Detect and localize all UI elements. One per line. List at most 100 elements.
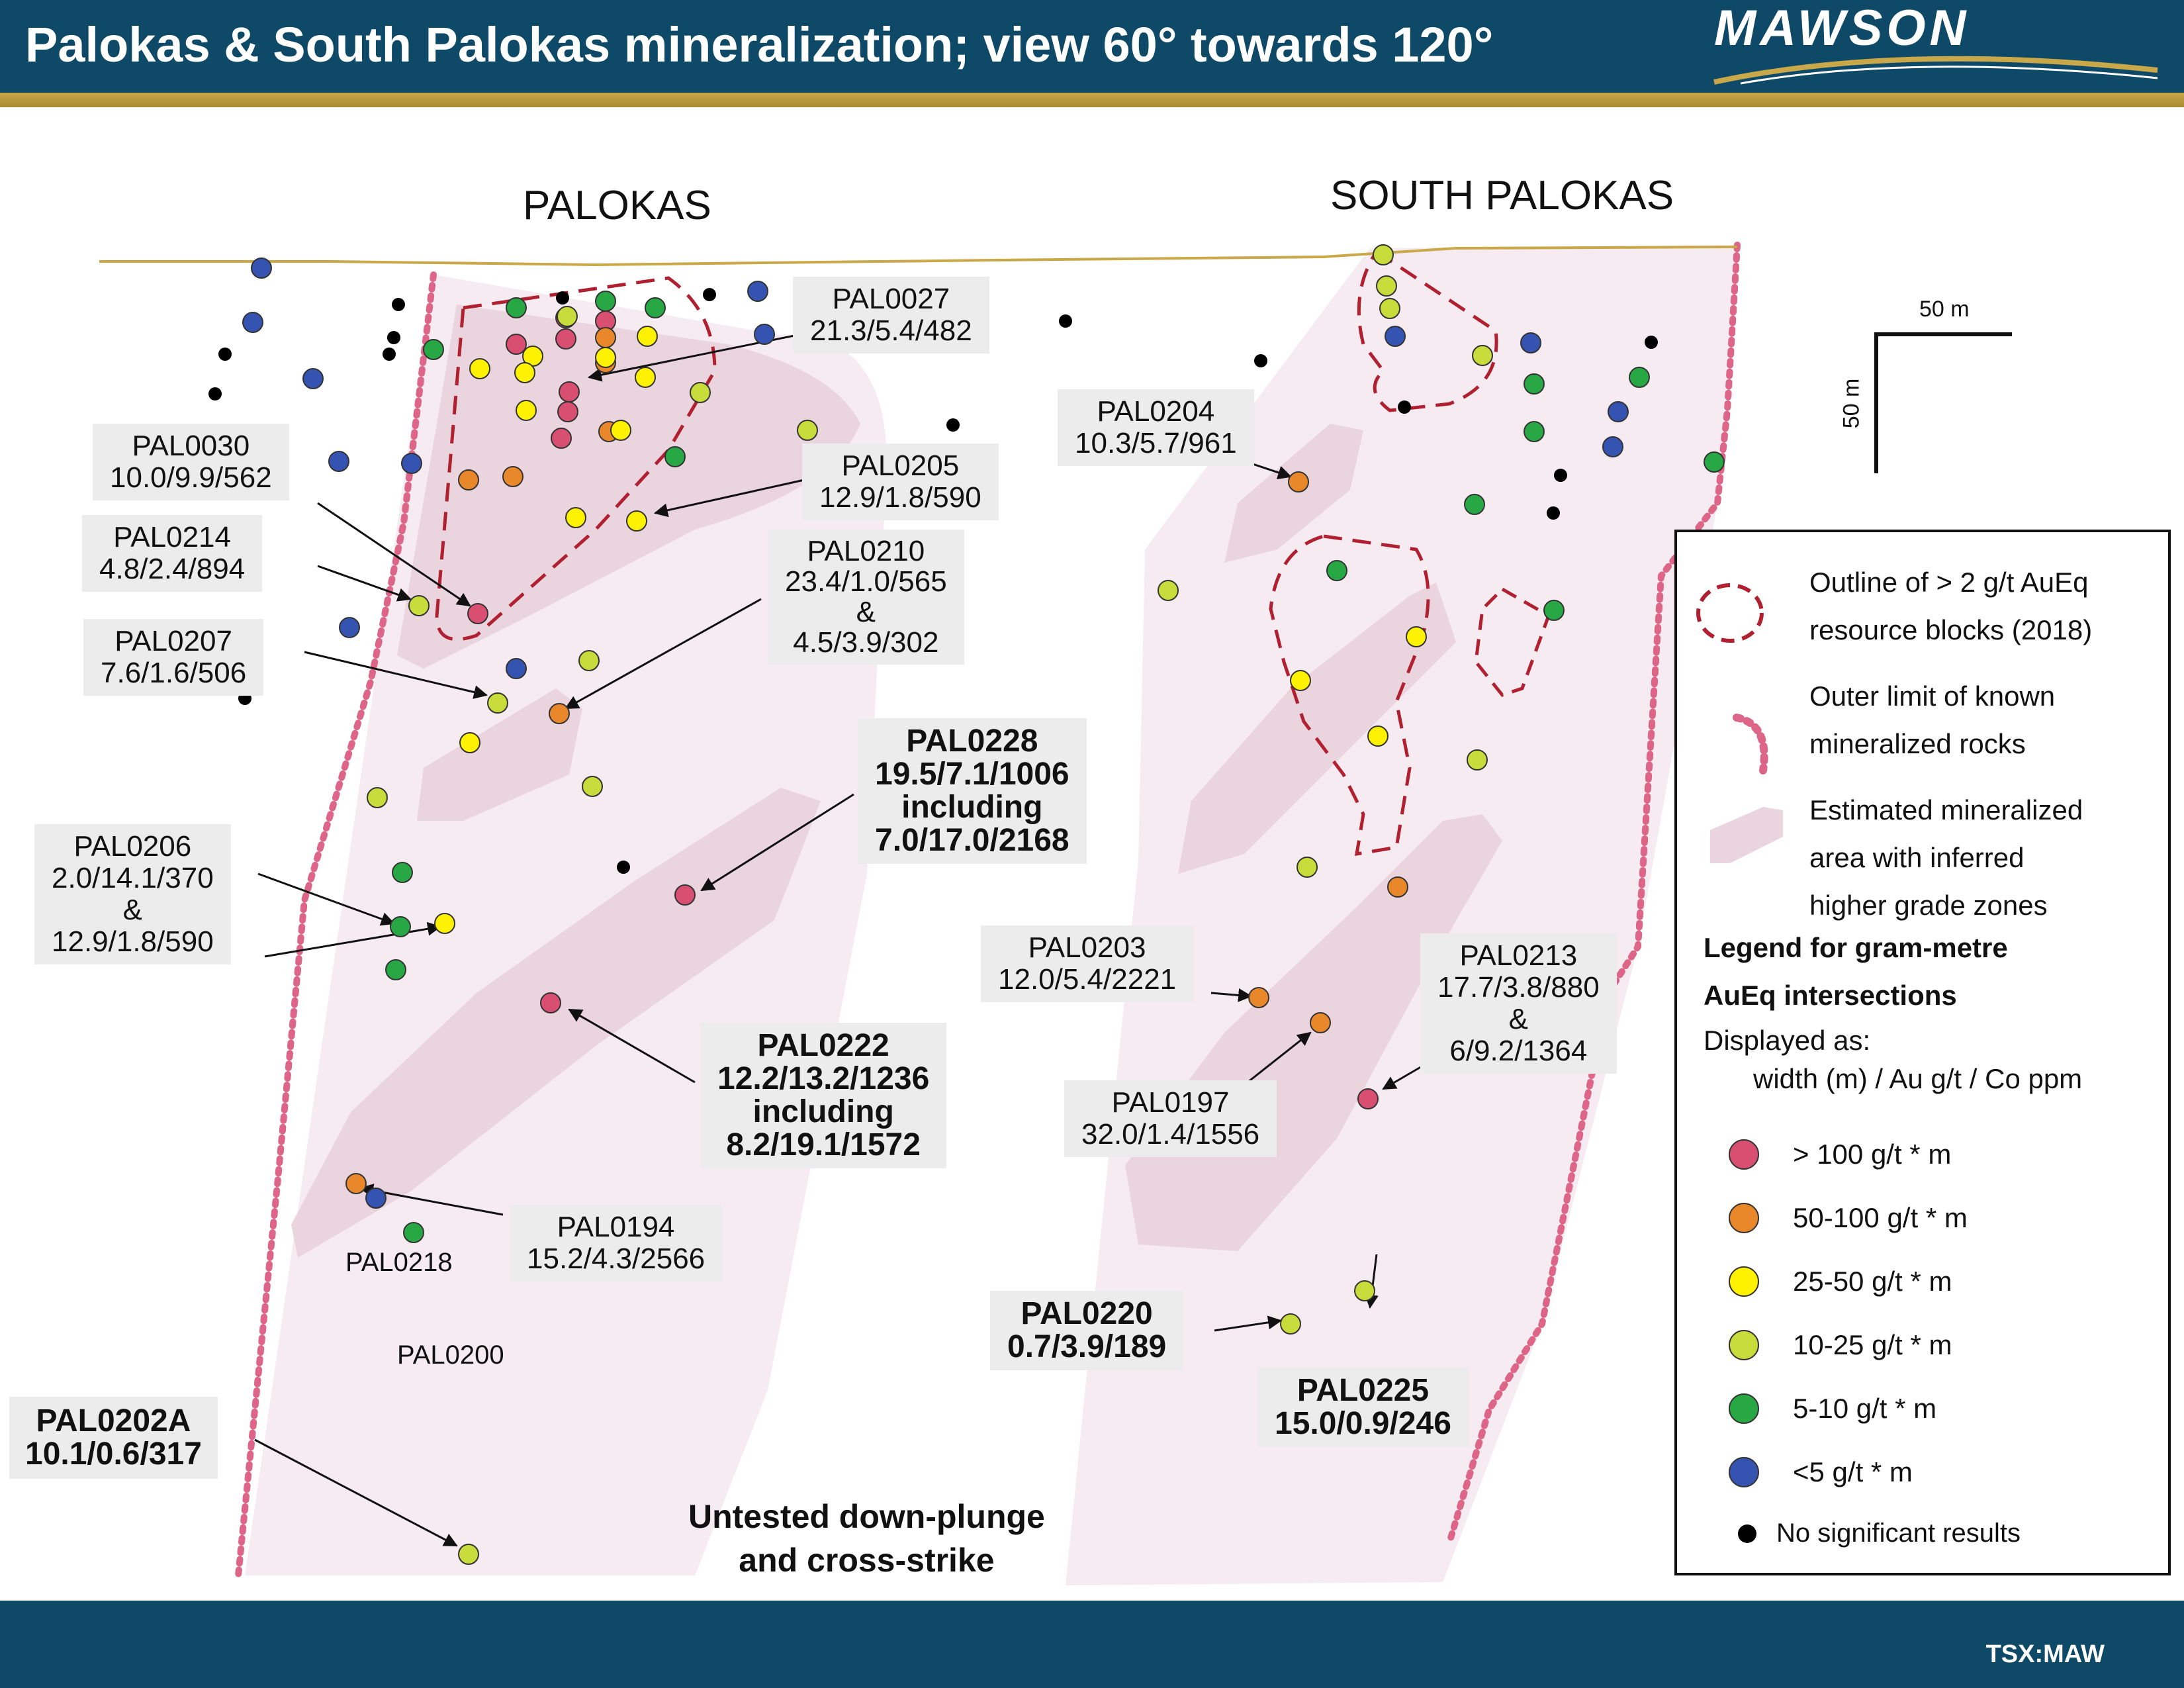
drill-intersections <box>208 244 1725 1565</box>
legend-class-5-10: 5-10 g/t * m <box>1793 1393 1937 1424</box>
arrow-pal0222 <box>568 1008 696 1084</box>
drill-intersection-gt100 <box>540 992 561 1013</box>
scale-vertical-label: 50 m <box>1839 378 1864 429</box>
drill-intersection-lt5 <box>1608 401 1629 422</box>
drill-hole-no-result <box>1059 314 1072 328</box>
arrow-pal0203 <box>1210 988 1253 1002</box>
arrow-pal0220 <box>1214 1315 1283 1332</box>
topographic-surface <box>99 246 1738 267</box>
drill-hole-no-result <box>392 298 405 311</box>
palokas-title: PALOKAS <box>523 183 711 228</box>
drill-intersection-c5_10 <box>1524 373 1545 395</box>
drill-intersection-lt5 <box>506 658 527 679</box>
zone-palokas-upper <box>397 305 860 669</box>
scale-horizontal-label: 50 m <box>1919 297 1970 322</box>
drill-intersection-c5_10 <box>506 297 527 318</box>
drill-intersection-c50_100 <box>1248 987 1269 1008</box>
drill-hole-no-result <box>1547 506 1560 520</box>
scale-bar <box>1874 332 2012 473</box>
legend-class-lt5: <5 g/t * m <box>1793 1456 1913 1487</box>
drill-intersection-c5_10 <box>1543 600 1565 621</box>
drill-intersection-c50_100 <box>502 466 523 487</box>
mawson-logo: MAWSON <box>1713 4 2158 85</box>
legend-displayed-as: Displayed as: <box>1704 1025 1871 1056</box>
zone-south-mid <box>1178 583 1456 874</box>
drill-hole-no-result <box>556 291 569 305</box>
legend-dot-gt100 <box>1729 1139 1759 1170</box>
drill-intersection-c10_25 <box>408 595 430 616</box>
drill-intersection-lt5 <box>1385 326 1406 347</box>
drill-intersection-c25_50 <box>635 367 656 388</box>
resource-outline-south-top <box>1357 249 1498 412</box>
drill-intersection-lt5 <box>747 281 768 302</box>
resource-outline-palokas <box>435 276 717 641</box>
zone-palokas-lower <box>291 788 821 1258</box>
drill-intersection-c50_100 <box>1310 1012 1331 1033</box>
arrow-pal0213 <box>1382 1064 1424 1090</box>
drill-intersection-c5_10 <box>1524 421 1545 442</box>
drill-intersection-c10_25 <box>1376 275 1397 297</box>
arrow-pal0206b <box>264 921 442 958</box>
drill-intersection-c50_100 <box>1387 876 1408 898</box>
arrow-pal0207 <box>304 651 488 699</box>
zone-palokas-mid <box>417 688 582 821</box>
drill-intersection-lt5 <box>339 617 360 638</box>
drill-intersection-c25_50 <box>516 400 537 421</box>
zone-south-upper <box>1224 424 1363 563</box>
arrow-pal0214 <box>317 565 412 602</box>
drill-intersection-c5_10 <box>423 339 444 360</box>
drill-intersection-c10_25 <box>582 776 603 797</box>
drill-intersection-c10_25 <box>1280 1313 1301 1335</box>
drill-intersection-c25_50 <box>637 326 658 347</box>
legend-dot-lt5 <box>1729 1457 1759 1487</box>
arrow-pal0204 <box>1250 462 1292 479</box>
legend-dot-10-25 <box>1729 1330 1759 1360</box>
arrow-pal0210 <box>565 598 762 710</box>
footer-ticker: TSX:MAW <box>1985 1640 2105 1668</box>
drill-intersection-gt100 <box>559 381 580 402</box>
label-pal0200: PAL0200 <box>397 1340 504 1370</box>
legend-dot-25-50 <box>1729 1266 1759 1297</box>
legend-format: width (m) / Au g/t / Co ppm <box>1753 1063 2083 1094</box>
drill-intersection-gt100 <box>555 328 576 350</box>
legend-dot-50-100 <box>1729 1203 1759 1233</box>
drill-intersection-c50_100 <box>549 703 570 724</box>
legend-resource-outline-icon <box>1696 583 1764 643</box>
legend-class-10-25: 10-25 g/t * m <box>1793 1329 1952 1360</box>
drill-hole-no-result <box>1554 469 1567 482</box>
drill-hole-no-result <box>1645 336 1658 349</box>
arrow-pal0197 <box>1247 1031 1312 1084</box>
drill-intersection-c10_25 <box>458 1544 479 1565</box>
drill-intersection-lt5 <box>1602 436 1623 457</box>
legend-class-25-50: 25-50 g/t * m <box>1793 1266 1952 1297</box>
drill-intersection-c5_10 <box>1464 494 1485 515</box>
drill-intersection-c10_25 <box>797 420 818 441</box>
drill-intersection-c5_10 <box>385 959 406 980</box>
drill-intersection-c5_10 <box>392 862 413 883</box>
drill-intersection-lt5 <box>1520 332 1541 353</box>
drill-intersection-c25_50 <box>626 510 647 532</box>
drill-intersection-c10_25 <box>578 650 600 671</box>
drill-intersection-c25_50 <box>595 347 616 368</box>
drill-hole-no-result <box>383 348 396 361</box>
drill-intersection-c10_25 <box>1158 580 1179 601</box>
drill-intersection-c5_10 <box>403 1222 424 1243</box>
drill-intersection-c10_25 <box>1373 244 1394 265</box>
south-palokas-title: SOUTH PALOKAS <box>1330 173 1674 218</box>
drill-intersection-c5_10 <box>1326 560 1347 581</box>
page-title: Palokas & South Palokas mineralization; … <box>25 17 1494 72</box>
